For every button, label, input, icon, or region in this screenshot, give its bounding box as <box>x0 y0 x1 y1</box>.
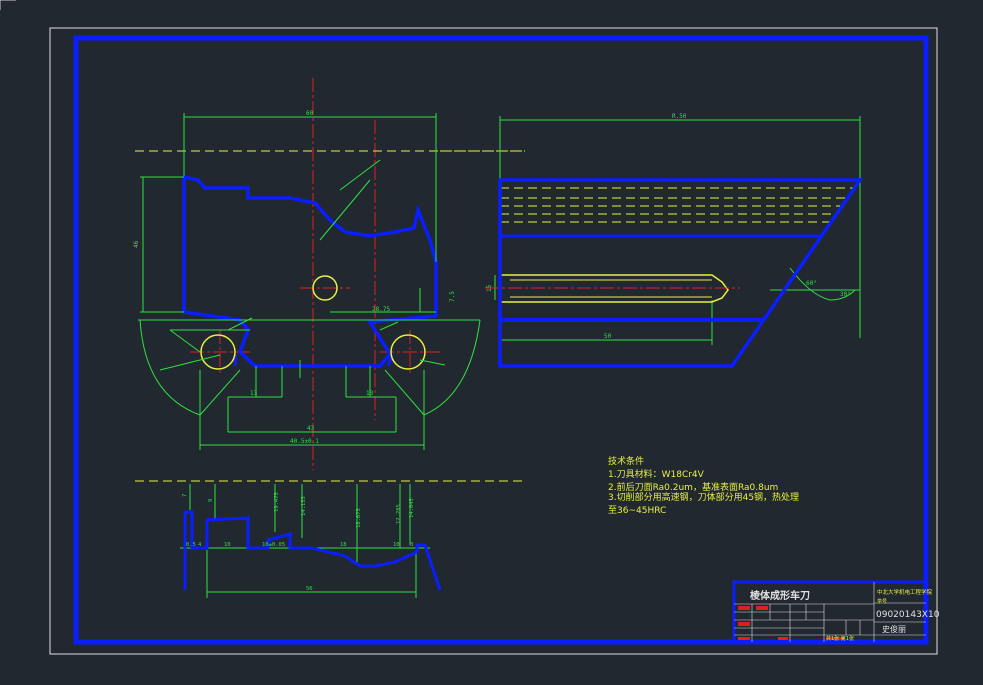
dim-side-length: R.50 <box>672 113 687 120</box>
profile-dimensions <box>180 484 430 598</box>
title-block[interactable]: 棱体成形车刀 中北大学机电工程学院 学号 09020143X10 史俊丽 共1张… <box>732 580 940 644</box>
profile-view[interactable]: 7 9 19.475 14.155 18.675 12.285 14.045 0… <box>135 480 525 598</box>
notes-line-1: 1.刀具材料：W18Cr4V <box>608 468 705 480</box>
dim-prof-h4: 14.155 <box>301 496 307 516</box>
dim-prof-h2: 9 <box>208 499 214 502</box>
dim-left-height: 46 <box>133 240 140 248</box>
dim-prof-h5: 18.675 <box>356 508 362 528</box>
dim-prof-w2: 4 <box>198 542 202 548</box>
dim-prof-w1: 0.5 <box>186 542 196 548</box>
title-block-red-ticks <box>738 606 844 640</box>
dim-top-width: 60 <box>306 110 314 117</box>
side-hidden-lines <box>500 187 855 303</box>
dim-side-height: 15 <box>486 284 493 292</box>
title-block-grid <box>734 582 926 642</box>
right-hole <box>390 334 426 370</box>
notes-title: 技术条件 <box>608 455 644 467</box>
title-drawing-no: 09020143X10 <box>876 610 940 620</box>
title-school: 中北大学机电工程学院 <box>877 588 933 596</box>
dim-prof-h3: 19.475 <box>274 492 280 512</box>
dim-bottom-overall: 40.5±0.1 <box>290 438 319 445</box>
dim-bottom-inner-right: 13 <box>366 390 374 397</box>
dim-prof-w3: 10 <box>224 542 231 548</box>
front-outline <box>182 174 438 368</box>
dim-side-depth: 50 <box>604 333 612 340</box>
dim-angle-b: 30° <box>840 291 851 298</box>
title-class-label: 学号 <box>877 598 887 605</box>
side-dimensions <box>494 116 861 345</box>
sheet-border <box>49 27 938 655</box>
title-part-name: 棱体成形车刀 <box>750 589 810 602</box>
technical-notes: 技术条件 1.刀具材料：W18Cr4V 2.前后刀面Ra0.2um，基准表面Ra… <box>608 455 799 516</box>
dim-prof-w4: 10±0.05 <box>262 542 285 548</box>
notes-line-3: 3.切削部分用高速钢，刀体部分用45钢，热处理 <box>608 491 799 503</box>
dim-prof-h1: 7 <box>182 494 188 497</box>
notch-left <box>233 354 238 367</box>
title-designer: 史俊丽 <box>882 624 906 634</box>
side-outline <box>498 178 864 368</box>
dim-angle-a: 60° <box>806 280 817 287</box>
dim-prof-overall: 56 <box>306 586 313 592</box>
dim-bottom-mid: 43 <box>307 425 315 432</box>
front-view[interactable]: 60 46 28.75 7.5 13 13 43 40.5±0.1 <box>133 78 525 470</box>
title-sheet: 共1张 第1张 <box>826 635 854 642</box>
left-hole <box>200 334 236 370</box>
dim-prof-w7: 3 <box>410 542 413 548</box>
dim-bottom-inner-left: 13 <box>250 390 258 397</box>
dim-hole-offset: 28.75 <box>372 306 390 313</box>
side-view[interactable]: R.50 50 15 60° 30° <box>440 113 864 368</box>
notes-line-4: 至36~45HRC <box>608 505 666 516</box>
dim-prof-w6: 10 <box>393 542 400 548</box>
dim-prof-h7: 14.045 <box>409 498 415 518</box>
notes-line-2: 2.前后刀面Ra0.2um，基准表面Ra0.8um <box>608 481 778 493</box>
dim-right-small: 7.5 <box>449 291 456 302</box>
profile-outline <box>183 510 442 591</box>
dim-prof-h6: 12.285 <box>396 504 402 524</box>
center-hole <box>312 275 338 301</box>
front-dimensions <box>138 113 481 450</box>
drawing-frame <box>73 35 929 645</box>
dim-prof-w5: 18 <box>340 542 347 548</box>
